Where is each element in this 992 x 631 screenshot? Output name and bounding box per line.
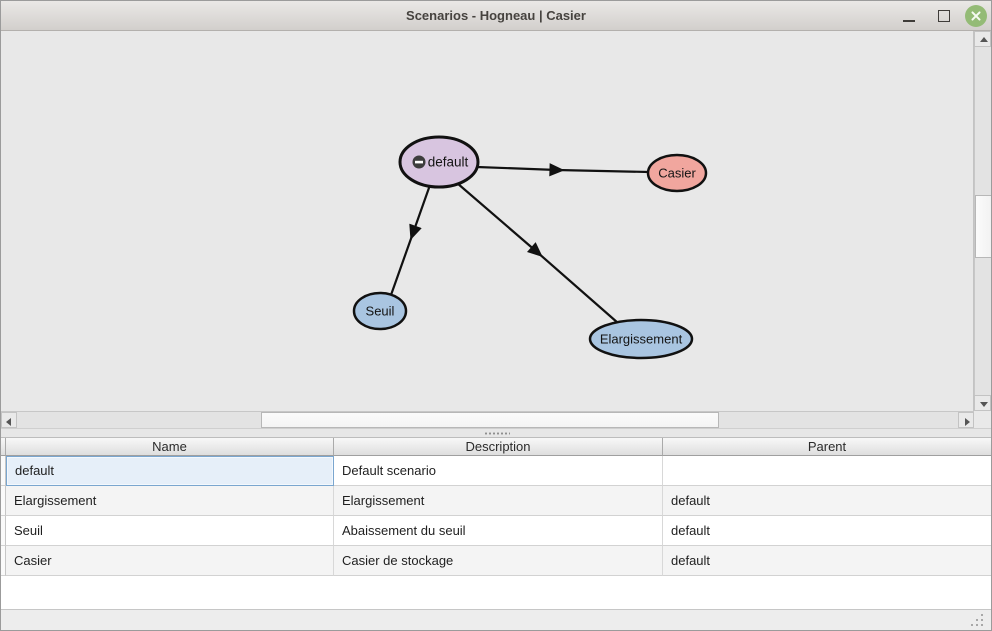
node-label-casier: Casier <box>658 166 696 181</box>
cell-description-elargissement[interactable]: Elargissement <box>334 486 663 516</box>
graph-node-elargissement[interactable]: Elargissement <box>588 318 694 360</box>
cell-name-elargissement[interactable]: Elargissement <box>6 486 334 516</box>
edge-default-to-elargissement <box>456 182 619 324</box>
scroll-down-button[interactable] <box>974 395 991 411</box>
cell-name-seuil[interactable]: Seuil <box>6 516 334 546</box>
panel-splitter[interactable] <box>1 428 991 438</box>
arrow-down-icon <box>979 402 988 407</box>
cell-description-seuil[interactable]: Abaissement du seuil <box>334 516 663 546</box>
scroll-left-button[interactable] <box>1 412 17 428</box>
table-row: Elargissement Elargissement default <box>1 486 991 516</box>
vertical-scrollbar-track[interactable] <box>974 47 991 395</box>
column-header-description[interactable]: Description <box>334 438 663 456</box>
table-row: Casier Casier de stockage default <box>1 546 991 576</box>
cell-description-default[interactable]: Default scenario <box>334 456 663 486</box>
column-header-name[interactable]: Name <box>6 438 334 456</box>
horizontal-scrollbar-thumb[interactable] <box>261 412 719 428</box>
minimize-button[interactable] <box>894 1 924 31</box>
close-icon <box>965 5 987 27</box>
cell-name-default[interactable]: default <box>6 456 334 486</box>
table-row: default Default scenario <box>1 456 991 486</box>
row-gutter <box>1 516 6 546</box>
cell-parent-default[interactable] <box>663 456 991 486</box>
vertical-scrollbar-thumb[interactable] <box>975 195 991 258</box>
node-label-seuil: Seuil <box>366 304 395 319</box>
cell-parent-casier[interactable]: default <box>663 546 991 576</box>
arrow-left-icon <box>6 417 11 426</box>
horizontal-scrollbar[interactable] <box>1 411 974 428</box>
arrow-up-icon <box>979 37 988 42</box>
node-label-elargissement: Elargissement <box>600 332 683 347</box>
scrollbar-corner <box>974 411 991 428</box>
arrow-right-icon <box>965 417 970 426</box>
close-button[interactable] <box>961 1 991 31</box>
row-gutter <box>1 546 6 576</box>
minimize-icon <box>903 20 915 22</box>
titlebar[interactable]: Scenarios - Hogneau | Casier <box>1 1 991 31</box>
graph-node-seuil[interactable]: Seuil <box>352 291 408 331</box>
scenario-graph: default Casier Seuil Elargissement <box>352 135 708 360</box>
scenario-table: Name Description Parent default Default … <box>1 438 991 609</box>
column-header-parent[interactable]: Parent <box>663 438 991 456</box>
cell-parent-elargissement[interactable]: default <box>663 486 991 516</box>
edge-default-to-casier <box>476 163 650 177</box>
splitter-grip-icon <box>484 432 510 435</box>
cell-parent-seuil[interactable]: default <box>663 516 991 546</box>
node-label-default: default <box>428 155 469 170</box>
graph-node-casier[interactable]: Casier <box>646 153 708 193</box>
row-gutter <box>1 456 6 486</box>
row-gutter <box>1 486 6 516</box>
scenario-graph-canvas: default Casier Seuil Elargissement <box>1 31 974 411</box>
edge-default-to-seuil <box>389 184 432 296</box>
cell-description-casier[interactable]: Casier de stockage <box>334 546 663 576</box>
graph-node-default[interactable]: default <box>398 135 480 189</box>
scroll-right-button[interactable] <box>958 412 974 428</box>
cell-name-casier[interactable]: Casier <box>6 546 334 576</box>
resize-grip-icon[interactable] <box>970 613 985 628</box>
window-title: Scenarios - Hogneau | Casier <box>406 8 586 23</box>
table-row: Seuil Abaissement du seuil default <box>1 516 991 546</box>
table-header-gutter <box>1 438 6 456</box>
maximize-icon <box>938 10 950 22</box>
table-header-row: Name Description Parent <box>1 438 991 456</box>
scroll-up-button[interactable] <box>974 31 991 47</box>
vertical-scrollbar[interactable] <box>974 31 991 411</box>
maximize-button[interactable] <box>929 1 959 31</box>
status-bar <box>1 609 991 630</box>
horizontal-scrollbar-track[interactable] <box>17 412 958 428</box>
